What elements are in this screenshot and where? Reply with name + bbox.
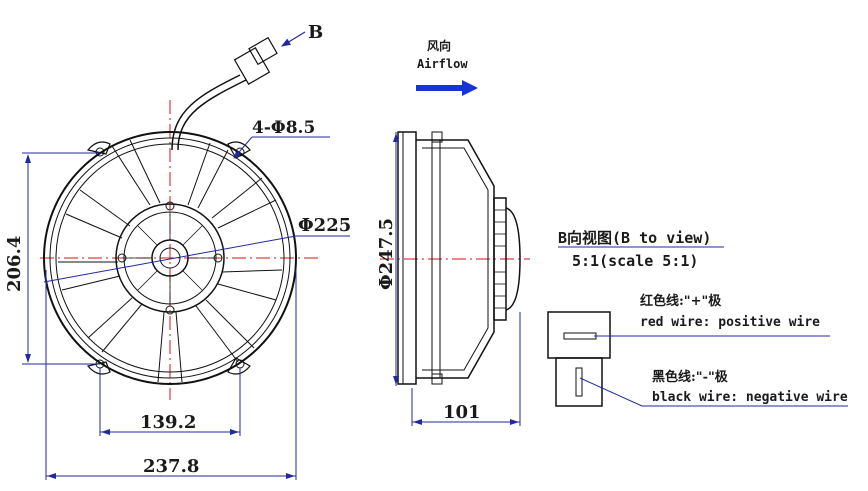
black-wire-cn-label: 黑色线:"-"极 xyxy=(652,369,729,385)
fan-blades xyxy=(58,139,283,383)
width-139-label: 139.2 xyxy=(140,412,196,433)
airflow-en-label: Airflow xyxy=(417,57,468,71)
connector-b-view xyxy=(547,311,611,407)
b-view-scale: 5:1(scale 5:1) xyxy=(572,252,698,270)
dimension-101 xyxy=(411,312,521,426)
height-206-label: 206.4 xyxy=(4,236,25,292)
red-wire-en-label: red wire: positive wire xyxy=(640,315,820,330)
red-wire-cn-label: 红色线:"+"极 xyxy=(640,293,722,309)
airflow-arrow xyxy=(416,80,478,96)
width-237-label: 237.8 xyxy=(143,456,199,477)
dimension-139 xyxy=(99,368,241,436)
depth-101-label: 101 xyxy=(443,402,481,423)
dimension-237 xyxy=(45,270,297,480)
front-view xyxy=(40,36,318,400)
black-wire-en-label: black wire: negative wire xyxy=(652,390,848,405)
diameter-225-label: Φ225 xyxy=(298,215,351,236)
b-view-title: B向视图(B to view) xyxy=(558,229,711,247)
hole-spec-label: 4-Φ8.5 xyxy=(252,118,315,138)
airflow-cn-label: 风向 xyxy=(427,38,451,53)
side-view xyxy=(380,131,530,385)
cable-connector xyxy=(171,36,278,151)
diameter-247-label: Φ247.5 xyxy=(376,218,397,290)
hub-bolts xyxy=(117,201,223,315)
b-marker: B xyxy=(308,22,323,43)
dimension-247 xyxy=(393,132,399,386)
dimension-206 xyxy=(22,152,100,365)
